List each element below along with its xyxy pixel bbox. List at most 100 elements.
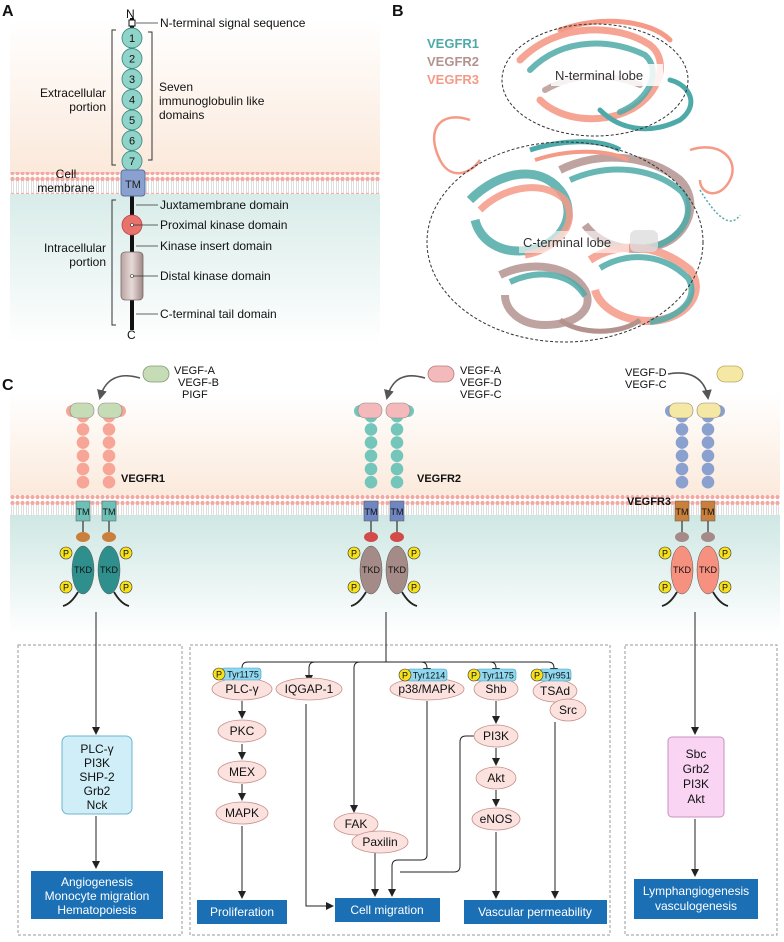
c-terminal-tail-label: C-terminal tail domain	[160, 307, 277, 321]
extracellular-background	[10, 20, 380, 172]
node-enos-label: eNOS	[480, 812, 513, 826]
node-pkc	[217, 719, 267, 743]
intracellular-label-line1: Intracellular	[44, 241, 106, 255]
panel-b-letter: B	[392, 3, 404, 20]
node-src-label: Src	[559, 703, 577, 717]
ig-domain-3	[121, 68, 143, 90]
vegfr2-name: VEGFR2	[417, 473, 461, 485]
juxtamembrane-node	[675, 532, 689, 542]
tkd-domain	[385, 545, 409, 595]
vegfr3-effector-box	[667, 736, 725, 818]
tkd-domain	[359, 545, 383, 595]
vegfr1-outcome-3: Hematopoiesis	[57, 903, 136, 917]
ig-bracket	[148, 31, 153, 161]
tkd-label: TKD	[362, 565, 381, 575]
tkd-label: TKD	[699, 565, 718, 575]
vegfr1-ligand-icon	[142, 365, 170, 383]
bound-ligand-left	[357, 402, 383, 419]
phosphate-label: P	[662, 583, 668, 593]
phosphate-icon	[347, 546, 361, 560]
n-lobe-label: N-terminal lobe	[555, 68, 643, 83]
ig-bead	[701, 462, 715, 476]
node-pi3k-label: PI3K	[483, 729, 509, 743]
phosphate-label: P	[351, 549, 357, 559]
phosphate-icon	[467, 668, 481, 682]
panel-c-letter: C	[2, 377, 14, 394]
signal-sequence-label: N-terminal signal sequence	[160, 16, 306, 30]
phosphate-icon	[347, 580, 361, 594]
ig-bead	[390, 436, 404, 449]
node-src	[549, 698, 587, 722]
legend-vegfr1: VEGFR1	[427, 36, 479, 51]
vegfr1-ligand-1: VEGF-A	[174, 365, 216, 377]
tkd-label: TKD	[388, 565, 407, 575]
ig-bead	[102, 475, 116, 489]
phosphate-label: P	[722, 583, 728, 593]
membrane-label-line2: membrane	[37, 181, 95, 195]
ig-label-line1: Seven	[159, 80, 193, 94]
tkd-domain	[696, 545, 720, 595]
phosphate-icon	[59, 546, 73, 560]
c-lobe-label: C-terminal lobe	[523, 235, 611, 250]
phosphate-icon	[658, 580, 672, 594]
phosphate-icon	[212, 667, 226, 681]
n-terminus-label: N	[126, 7, 135, 21]
ig-bead	[701, 449, 715, 463]
ig-bead	[76, 436, 90, 449]
phosphate-label: P	[123, 583, 129, 593]
phosphate-label: P	[411, 583, 417, 593]
cell-membrane-bilayer	[10, 172, 380, 194]
tm-label: TM	[365, 507, 378, 517]
ig-bead	[390, 475, 404, 489]
bound-ligand-right	[385, 402, 411, 419]
juxtamembrane-node	[701, 532, 715, 542]
ig-domain-1	[121, 27, 143, 49]
c-terminal-tail	[113, 591, 130, 607]
vegfr1-effector-1: PLC-γ	[80, 742, 113, 756]
tm-label: TM	[103, 507, 116, 517]
vegfr3-ligand-icon	[716, 365, 744, 383]
intracellular-background	[10, 194, 380, 344]
extracellular-label-line1: Extracellular	[40, 86, 106, 100]
c-terminal-tail	[401, 591, 418, 607]
ig-bead	[76, 423, 90, 436]
phosphate-label: P	[216, 670, 222, 680]
phosphate-icon	[718, 546, 732, 560]
panel-a-letter: A	[2, 3, 14, 20]
extracellular-bracket	[111, 29, 116, 166]
ig-domain-number: 6	[129, 136, 135, 148]
phosphate-icon	[119, 546, 133, 560]
phosphate-icon	[59, 580, 73, 594]
phosphate-icon	[398, 668, 412, 682]
cell-migration-outcome: Cell migration	[350, 903, 423, 917]
ig-bead	[364, 436, 378, 449]
juxtamembrane-node	[102, 532, 116, 542]
ig-domain-6	[121, 130, 143, 151]
node-enos	[471, 807, 521, 831]
node-iqgap-label: IQGAP-1	[285, 682, 334, 696]
vegfr2-ligand-1: VEGF-A	[460, 365, 502, 377]
tm-label: TM	[125, 179, 141, 191]
domain-leader-lines	[132, 22, 158, 315]
n-lobe-outline	[501, 23, 689, 137]
ig-bead	[364, 475, 378, 489]
ig-bead	[675, 449, 689, 463]
tkd-label: TKD	[100, 565, 119, 575]
phosphate-label: P	[411, 549, 417, 559]
bound-ligand-right	[97, 402, 123, 419]
ig-label-line2: immunoglobulin like	[159, 94, 265, 108]
ig-domain-number: 3	[129, 74, 135, 86]
tkd-label: TKD	[74, 565, 93, 575]
bound-ligand-left	[69, 402, 95, 419]
vegfr3-outcome-1: Lymphangiogenesis	[643, 884, 749, 898]
ig-bead	[102, 462, 116, 476]
juxtamembrane-label: Juxtamembrane domain	[160, 198, 289, 212]
vegfr1-effector-2: PI3K	[84, 756, 110, 770]
signal-sequence-marker	[128, 19, 136, 27]
phosphate-label: P	[123, 549, 129, 559]
